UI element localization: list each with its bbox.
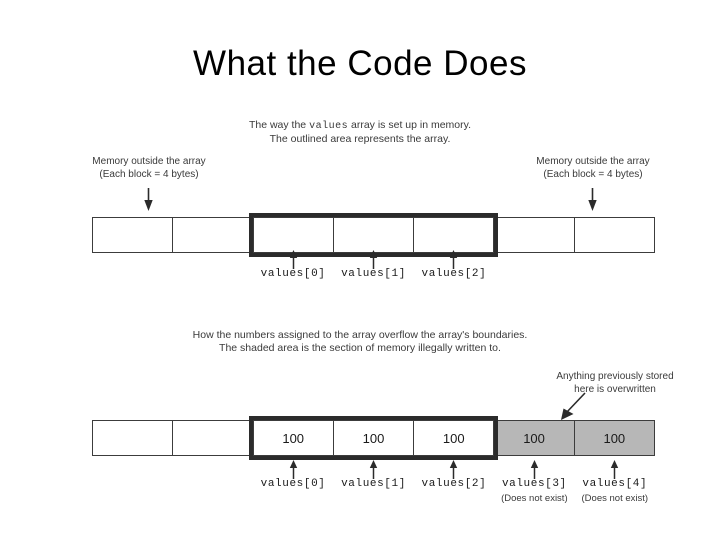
page-title: What the Code Does bbox=[193, 44, 527, 83]
caption-array-name: values bbox=[309, 121, 349, 132]
memory-cell: 100 bbox=[493, 420, 575, 456]
bottom-diagram-caption: How the numbers assigned to the array ov… bbox=[0, 329, 720, 355]
up-arrow-icon bbox=[369, 460, 378, 479]
top-caption-line-1: The way the values array is set up in me… bbox=[0, 119, 720, 133]
memory-cell: 100 bbox=[332, 420, 415, 456]
up-arrow-icon bbox=[369, 250, 378, 269]
array-index-label: values[1] bbox=[341, 268, 406, 280]
up-arrow-icon bbox=[450, 250, 458, 269]
array-index-note: (Does not exist) bbox=[581, 493, 649, 504]
caption-text-prefix: The way the bbox=[248, 119, 310, 131]
memory-outside-left-label: Memory outside the array (Each block = 4… bbox=[74, 156, 224, 181]
memory-outside-left-line-1: Memory outside the array bbox=[92, 156, 206, 167]
memory-cell bbox=[172, 420, 254, 456]
memory-cell bbox=[332, 217, 415, 253]
memory-outside-left-line-2: (Each block = 4 bytes) bbox=[99, 168, 199, 180]
memory-cell bbox=[493, 217, 575, 253]
array-index-label: values[2] bbox=[421, 478, 487, 490]
up-arrow-icon bbox=[611, 460, 619, 479]
memory-cell bbox=[92, 420, 174, 456]
array-index-label: values[0] bbox=[260, 268, 326, 280]
up-arrow-icon bbox=[530, 460, 539, 479]
bottom-caption-line-1: How the numbers assigned to the array ov… bbox=[192, 329, 528, 341]
array-index-label: values[2] bbox=[421, 268, 487, 280]
up-arrow-icon bbox=[289, 460, 297, 479]
memory-cell bbox=[413, 217, 495, 253]
memory-outside-right-line-1: Memory outside the array bbox=[536, 156, 650, 167]
overwritten-line-2: here is overwritten bbox=[574, 383, 656, 395]
memory-cell bbox=[172, 217, 254, 253]
memory-cell: 100 bbox=[573, 420, 655, 456]
memory-cell: 100 bbox=[413, 420, 495, 456]
memory-row-top bbox=[92, 217, 655, 253]
array-index-note: (Does not exist) bbox=[501, 493, 568, 504]
memory-cell bbox=[252, 217, 334, 253]
down-arrow-icon bbox=[144, 188, 153, 211]
up-arrow-icon bbox=[450, 460, 458, 479]
memory-cell: 100 bbox=[252, 420, 334, 456]
memory-outside-right-label: Memory outside the array (Each block = 4… bbox=[518, 156, 668, 181]
array-index-label: values[0] bbox=[260, 478, 326, 490]
array-index-label: values[1] bbox=[341, 478, 406, 490]
array-index-label: values[4] bbox=[582, 478, 648, 490]
memory-outside-right-line-2: (Each block = 4 bytes) bbox=[543, 168, 643, 180]
top-caption-line-2: The outlined area represents the array. bbox=[269, 133, 451, 145]
array-index-label: values[3] bbox=[501, 478, 567, 490]
up-arrow-icon bbox=[289, 250, 297, 269]
memory-cell bbox=[573, 217, 655, 253]
down-arrow-icon bbox=[588, 188, 597, 211]
bottom-caption-line-2: The shaded area is the section of memory… bbox=[219, 342, 501, 354]
top-diagram-caption: The way the values array is set up in me… bbox=[0, 119, 720, 146]
memory-cell bbox=[92, 217, 174, 253]
caption-text-suffix: array is set up in memory. bbox=[348, 119, 472, 131]
diagonal-arrow-icon bbox=[561, 392, 586, 420]
overwritten-line-1: Anything previously stored bbox=[556, 371, 674, 382]
overwritten-warning-label: Anything previously stored here is overw… bbox=[530, 371, 700, 396]
